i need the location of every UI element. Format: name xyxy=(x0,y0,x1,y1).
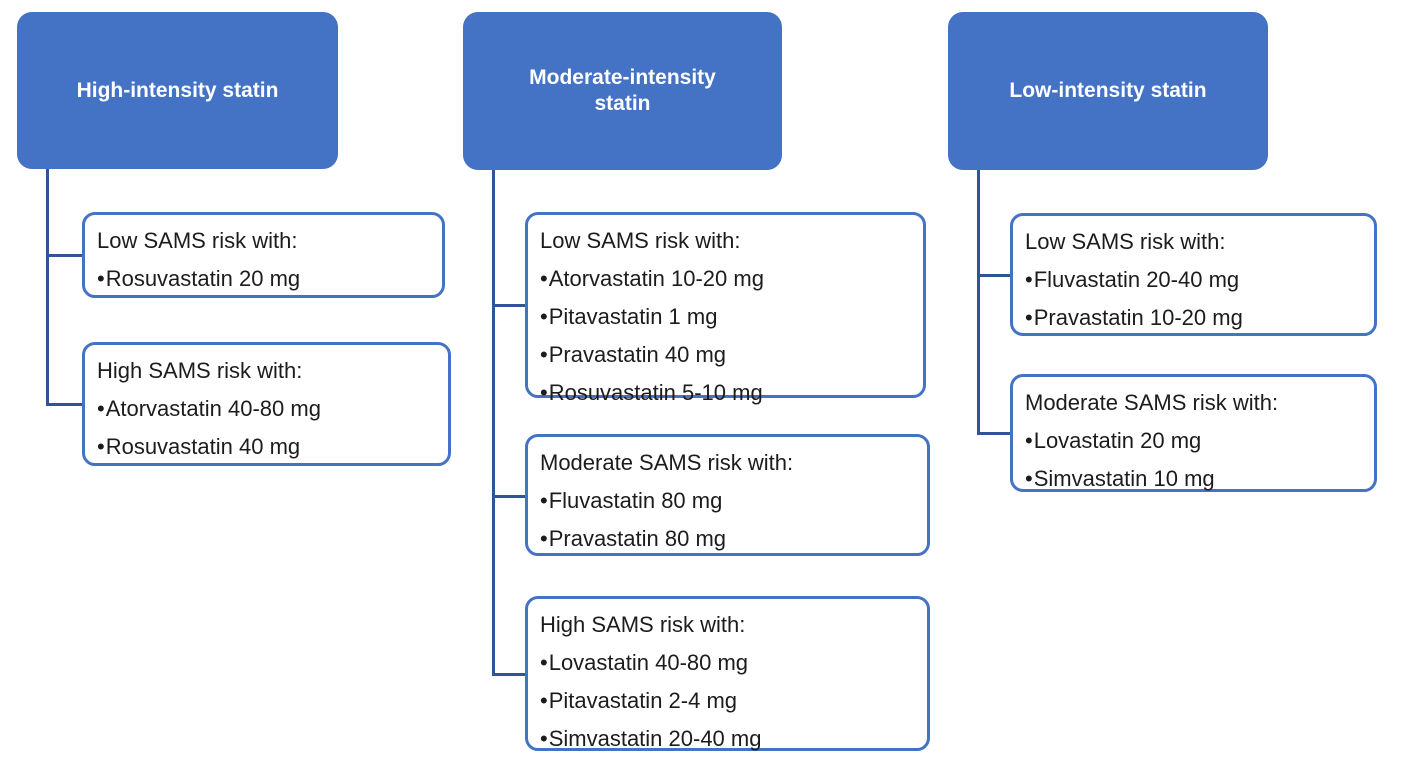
box-high-high-sams: High SAMS risk with: •Atorvastatin 40-80… xyxy=(82,342,451,466)
bullet-item: •Rosuvastatin 5-10 mg xyxy=(540,374,917,412)
box-moderate-moderate-sams: Moderate SAMS risk with: •Fluvastatin 80… xyxy=(525,434,930,556)
bullet-icon: • xyxy=(540,342,548,367)
box-title: High SAMS risk with: xyxy=(540,612,746,637)
connector-vertical-col2 xyxy=(492,170,495,675)
bullet-icon: • xyxy=(540,688,548,713)
bullet-item: •Rosuvastatin 20 mg xyxy=(97,260,436,298)
bullet-icon: • xyxy=(1025,466,1033,491)
bullet-icon: • xyxy=(97,266,105,291)
bullet-item: •Fluvastatin 80 mg xyxy=(540,482,921,520)
bullet-text: Pravastatin 10-20 mg xyxy=(1033,305,1243,330)
box-title: Low SAMS risk with: xyxy=(97,228,298,253)
bullet-icon: • xyxy=(97,434,105,459)
connector-elbow-col2-box2 xyxy=(492,495,525,498)
connector-elbow-col2-box1 xyxy=(492,304,525,307)
box-title: Moderate SAMS risk with: xyxy=(1025,390,1279,415)
header-label: Moderate-intensity statin xyxy=(529,66,716,115)
bullet-icon: • xyxy=(1025,305,1033,330)
box-moderate-high-sams: High SAMS risk with: •Lovastatin 40-80 m… xyxy=(525,596,930,751)
bullet-text: Atorvastatin 10-20 mg xyxy=(548,266,764,291)
bullet-text: Simvastatin 20-40 mg xyxy=(548,726,762,751)
bullet-icon: • xyxy=(540,380,548,405)
header-label: High-intensity statin xyxy=(76,78,279,102)
bullet-item: •Lovastatin 20 mg xyxy=(1025,422,1368,460)
bullet-icon: • xyxy=(1025,428,1033,453)
box-title: High SAMS risk with: xyxy=(97,358,303,383)
bullet-icon: • xyxy=(97,396,105,421)
bullet-text: Rosuvastatin 20 mg xyxy=(105,266,301,291)
bullet-icon: • xyxy=(1025,267,1033,292)
bullet-text: Pravastatin 80 mg xyxy=(548,526,727,551)
connector-elbow-col1-box2 xyxy=(46,403,82,406)
bullet-item: •Pravastatin 40 mg xyxy=(540,336,917,374)
header-high-intensity: High-intensity statin xyxy=(17,12,338,169)
bullet-icon: • xyxy=(540,488,548,513)
header-low-intensity: Low-intensity statin xyxy=(948,12,1268,170)
bullet-text: Simvastatin 10 mg xyxy=(1033,466,1215,491)
box-low-moderate-sams: Moderate SAMS risk with: •Lovastatin 20 … xyxy=(1010,374,1377,492)
bullet-text: Fluvastatin 20-40 mg xyxy=(1033,267,1240,292)
bullet-icon: • xyxy=(540,650,548,675)
bullet-icon: • xyxy=(540,726,548,751)
box-title: Low SAMS risk with: xyxy=(1025,229,1226,254)
connector-elbow-col3-box1 xyxy=(977,274,1010,277)
bullet-item: •Rosuvastatin 40 mg xyxy=(97,428,442,466)
box-moderate-low-sams: Low SAMS risk with: •Atorvastatin 10-20 … xyxy=(525,212,926,405)
bullet-item: •Pravastatin 10-20 mg xyxy=(1025,299,1368,337)
bullet-item: •Pravastatin 80 mg xyxy=(540,520,921,558)
connector-elbow-col3-box2 xyxy=(977,432,1010,435)
connector-vertical-col1 xyxy=(46,169,49,405)
bullet-text: Pravastatin 40 mg xyxy=(548,342,727,367)
box-title: Low SAMS risk with: xyxy=(540,228,741,253)
bullet-item: •Fluvastatin 20-40 mg xyxy=(1025,261,1368,299)
bullet-item: •Lovastatin 40-80 mg xyxy=(540,644,921,682)
header-moderate-intensity: Moderate-intensity statin xyxy=(463,12,782,170)
header-label: Low-intensity statin xyxy=(1009,79,1207,102)
box-title: Moderate SAMS risk with: xyxy=(540,450,794,475)
box-low-low-sams: Low SAMS risk with: •Fluvastatin 20-40 m… xyxy=(1010,213,1377,336)
bullet-text: Rosuvastatin 5-10 mg xyxy=(548,380,763,405)
bullet-text: Fluvastatin 80 mg xyxy=(548,488,723,513)
bullet-icon: • xyxy=(540,266,548,291)
box-high-low-sams: Low SAMS risk with: •Rosuvastatin 20 mg xyxy=(82,212,445,298)
bullet-text: Rosuvastatin 40 mg xyxy=(105,434,301,459)
bullet-item: •Pitavastatin 1 mg xyxy=(540,298,917,336)
bullet-icon: • xyxy=(540,304,548,329)
bullet-item: •Atorvastatin 10-20 mg xyxy=(540,260,917,298)
bullet-text: Pitavastatin 2-4 mg xyxy=(548,688,738,713)
connector-elbow-col2-box3 xyxy=(492,673,525,676)
bullet-item: •Simvastatin 20-40 mg xyxy=(540,720,921,758)
bullet-item: •Atorvastatin 40-80 mg xyxy=(97,390,442,428)
bullet-icon: • xyxy=(540,526,548,551)
connector-elbow-col1-box1 xyxy=(46,254,82,257)
bullet-text: Lovastatin 20 mg xyxy=(1033,428,1202,453)
connector-vertical-col3 xyxy=(977,170,980,434)
bullet-text: Pitavastatin 1 mg xyxy=(548,304,718,329)
bullet-text: Atorvastatin 40-80 mg xyxy=(105,396,321,421)
bullet-item: •Pitavastatin 2-4 mg xyxy=(540,682,921,720)
bullet-text: Lovastatin 40-80 mg xyxy=(548,650,749,675)
bullet-item: •Simvastatin 10 mg xyxy=(1025,460,1368,498)
